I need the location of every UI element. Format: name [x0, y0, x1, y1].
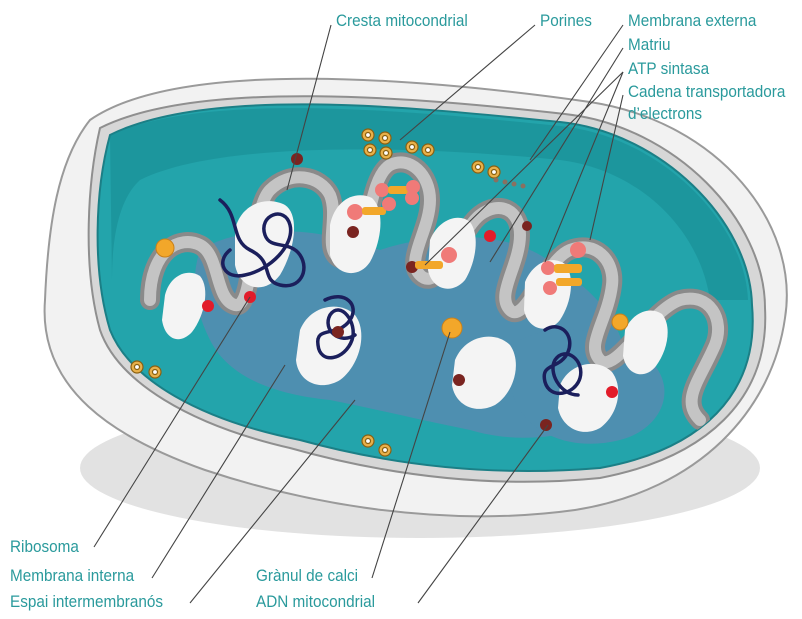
label-cadena-electrons: d’electrons: [628, 104, 702, 123]
label-membrana-externa: Membrana externa: [628, 11, 756, 30]
label-cadena-transportadora: Cadena transportadora: [628, 82, 785, 101]
label-matriu: Matriu: [628, 35, 671, 54]
label-espai-intermembranos: Espai intermembranós: [10, 592, 163, 611]
label-granul-de-calci: Grànul de calci: [256, 566, 358, 585]
label-porines: Porines: [540, 11, 592, 30]
label-membrana-interna: Membrana interna: [10, 566, 134, 585]
label-adn-mitocondrial: ADN mitocondrial: [256, 592, 375, 611]
label-atp-sintasa: ATP sintasa: [628, 59, 709, 78]
label-ribosoma: Ribosoma: [10, 537, 79, 556]
label-cresta-mitocondrial: Cresta mitocondrial: [336, 11, 468, 30]
